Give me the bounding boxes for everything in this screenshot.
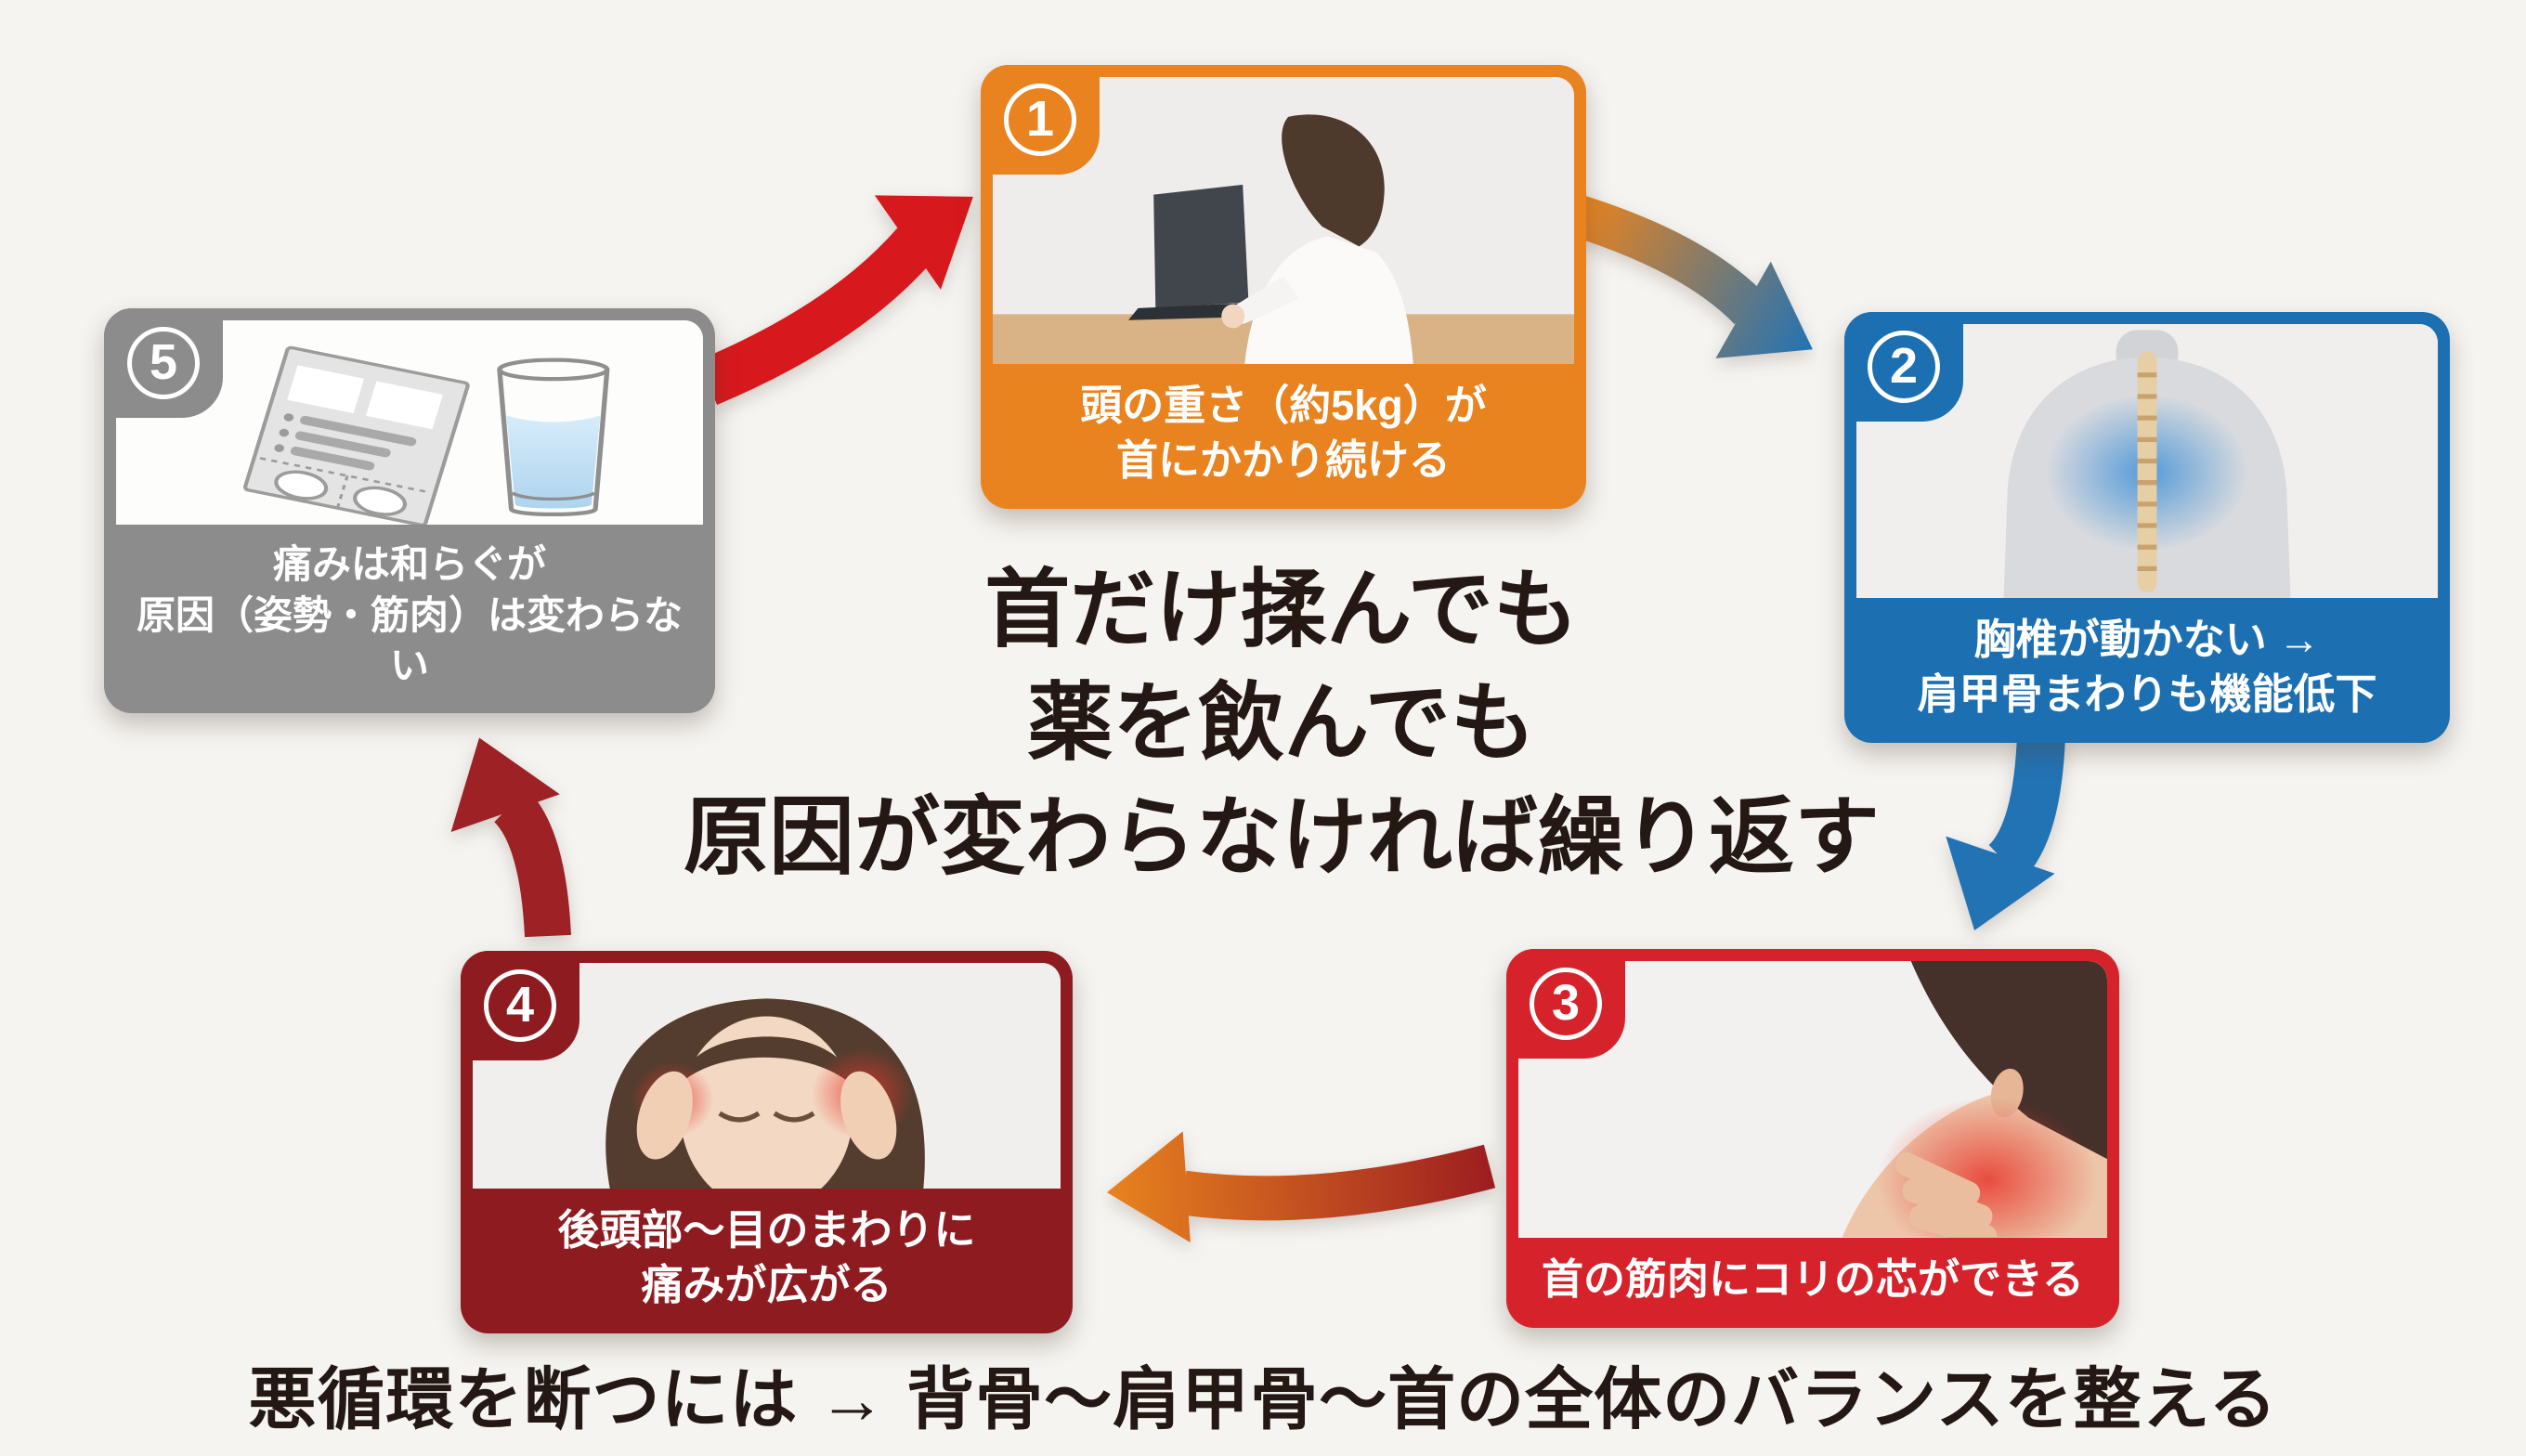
step-2-number: 2 [1868, 331, 1940, 403]
step-2-caption-line-2: 肩甲骨まわりも機能低下 [1917, 670, 2377, 718]
step-4-number: 4 [484, 969, 556, 1042]
step-2-caption-line-1: 胸椎が動かない → [1973, 616, 2321, 663]
step-5-illustration [116, 320, 703, 526]
step-2-caption: 胸椎が動かない → 肩甲骨まわりも機能低下 [1856, 598, 2438, 731]
step-3-number: 3 [1530, 968, 1602, 1040]
step-1-caption-line-1: 頭の重さ（約5kg）が [1080, 382, 1487, 429]
step-3-caption: 首の筋肉にコリの芯ができる [1518, 1238, 2107, 1317]
arrow-step1-to-step2-icon [1570, 195, 1813, 358]
step-3-number-badge: 3 [1506, 949, 1625, 1059]
arrow-step3-to-step4-icon [1106, 1131, 1496, 1243]
bottom-conclusion: 悪循環を断つには → 背骨〜肩甲骨〜首の全体のバランスを整える [248, 1362, 2278, 1437]
water-glass-icon [497, 358, 610, 517]
medicine-sheet-icon [242, 345, 470, 526]
step-1-caption-line-2: 首にかかり続ける [1115, 436, 1451, 484]
headache-around-eyes-photo [473, 963, 1061, 1189]
step-1-box: 1 頭の重さ（約5kg）が 首にかかり続ける [981, 65, 1586, 509]
center-message: 首だけ揉んでも 薬を飲んでも 原因が変わらなければ繰り返す [520, 553, 2043, 894]
step-2-number-badge: 2 [1844, 312, 1963, 422]
step-4-number-badge: 4 [461, 951, 579, 1060]
step-5-number-badge: 5 [104, 308, 223, 418]
step-3-box: 3 首の筋肉にコリの芯ができる [1506, 949, 2119, 1328]
step-4-caption: 後頭部〜目のまわりに 痛みが広がる [473, 1189, 1061, 1321]
step-5-caption: 痛みは和らぐが 原因（姿勢・筋肉）は変わらない [116, 525, 703, 701]
step-4-caption-line-1: 後頭部〜目のまわりに [557, 1206, 976, 1254]
arrow-step5-to-step1-icon [697, 195, 973, 405]
step-5-caption-line-1: 痛みは和らぐが [272, 542, 546, 587]
step-1-caption: 頭の重さ（約5kg）が 首にかかり続ける [993, 364, 1574, 497]
medicine-and-water-illustration [116, 320, 703, 526]
step-4-box: 4 後頭部〜目のまわりに 痛みが広がる [461, 951, 1073, 1333]
step-1-number: 1 [1004, 84, 1076, 156]
center-message-line-3: 原因が変わらなければ繰り返す [683, 789, 1880, 885]
center-message-line-1: 首だけ揉んでも [984, 563, 1579, 657]
step-1-number-badge: 1 [981, 65, 1100, 175]
step-2-box: 2 胸椎が動かない → 肩甲骨まわりも機能低下 [1844, 312, 2450, 743]
step-5-number: 5 [127, 327, 200, 399]
step-4-caption-line-2: 痛みが広がる [641, 1260, 892, 1308]
step-5-box: 5 痛みは和らぐが 原因（姿勢・筋肉）は変わらない [104, 308, 715, 713]
center-message-line-2: 薬を飲んでも [1027, 676, 1536, 772]
step-5-caption-line-2: 原因（姿勢・筋肉）は変わらない [136, 592, 683, 688]
step-3-caption-line-1: 首の筋肉にコリの芯ができる [1541, 1254, 2085, 1303]
